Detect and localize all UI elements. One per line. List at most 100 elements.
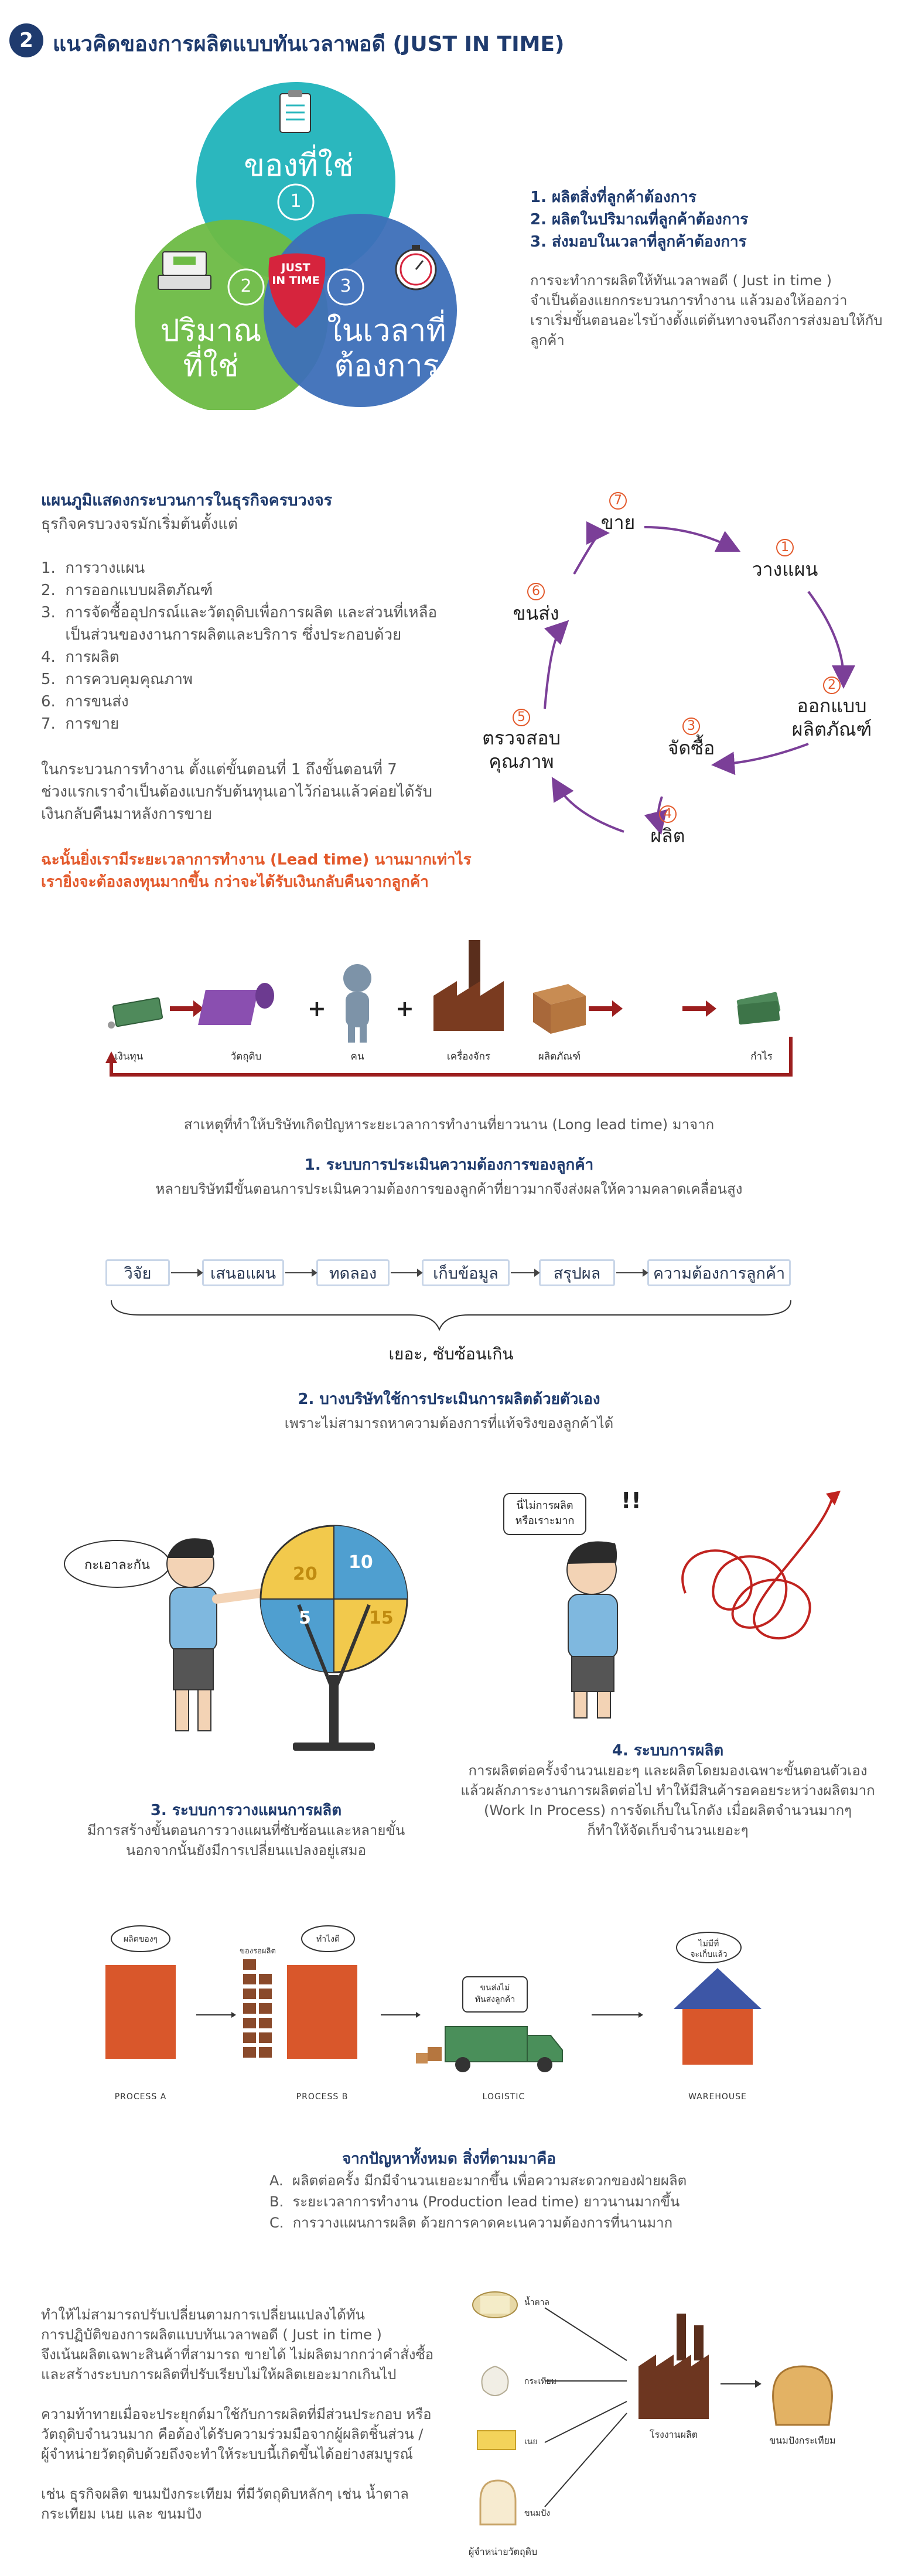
page-title: แนวคิดของการผลิตแบบทันเวลาพอดี (JUST IN … (53, 32, 565, 56)
cycle-step: 6. การขนส่ง (41, 693, 129, 710)
cycle-node-label: จัดซื้อ (667, 737, 715, 759)
jit-point: 2. ผลิตในปริมาณที่ลูกค้าต้องการ (530, 211, 749, 228)
cycle-node-num: 6 (527, 583, 545, 600)
assessment-brace (111, 1300, 791, 1331)
ingredient-label-butter: เนย (524, 2437, 538, 2447)
section-number: 2 (19, 29, 33, 52)
section2-title: 2. บางบริษัทใช้การประเมินการผลิตด้วยตัวเ… (298, 1391, 600, 1408)
speech-bubble (111, 1925, 170, 1952)
jit-point: 1. ผลิตสิ่งที่ลูกค้าต้องการ (530, 189, 696, 206)
process-strip: ผลิตของๆ ทำไงดี ของรอผลิต ขนส่งไม่ ทันส่… (88, 1921, 820, 2114)
exclamation-marks: !! (621, 1488, 641, 1514)
cycle-sub: ธุรกิจครบวงจรมักเริ่มต้นตั้งแต่ (41, 515, 238, 533)
venn-label-amount: ปริมาณ ที่ใช่ (160, 313, 262, 384)
cycle-step: 5. การควบคุมคุณภาพ (41, 671, 193, 688)
cycle-step: 7. การขาย (41, 715, 119, 733)
plus-sign: + (308, 996, 326, 1021)
confused-bubble-text: นี่ไม่การผลิต หรือเราะมาก (515, 1499, 575, 1527)
wheel-number: 10 (349, 1552, 373, 1573)
scale-icon (158, 251, 211, 290)
summary-line: B. ระยะเวลาการทำงาน (Production lead tim… (269, 2194, 680, 2210)
wip-boxes (243, 1959, 272, 2058)
assessment-brace-label: เยอะ, ซับซ้อนเกิน (388, 1344, 514, 1364)
cycle-node-num: 4 (659, 805, 677, 823)
venn-center-label: JUST IN TIME (272, 261, 320, 287)
cycle-step: 4. การผลิต (41, 648, 119, 666)
ingredient-arrows (544, 2307, 762, 2507)
section3-desc: มีการสร้างขั้นตอนการวางแผนที่ซับซ้อนและห… (87, 1822, 405, 1858)
assessment-box: วิจัย (105, 1259, 170, 1286)
speech-bubble (462, 1976, 528, 2013)
truck-bubble-text: ขนส่งไม่ ทันส่งลูกค้า (474, 1983, 515, 2004)
wheel-bubble-text: กะเอาละกัน (84, 1558, 150, 1573)
lead-time-caption: สาเหตุที่ทำให้บริษัทเกิดปัญหาระยะเวลาการ… (183, 1116, 715, 1133)
cycle-node-label: ผลิต (650, 825, 685, 847)
venn-center-triangle (268, 253, 326, 328)
process-b-bubble-text: ทำไงดี (316, 1935, 340, 1944)
cycle-node-num: 2 (823, 677, 841, 694)
wheel-number: 15 (369, 1608, 394, 1628)
final-paragraph-2: ความท้าทายเมื่อจะประยุกต์มาใช้กับการผลิต… (41, 2406, 432, 2462)
speech-bubble (301, 1925, 355, 1952)
header: 2 แนวคิดของการผลิตแบบทันเวลาพอดี (JUST I… (9, 23, 654, 59)
wip-label: ของรอผลิต (240, 1947, 276, 1956)
flow-label-product: ผลิตภัณฑ์ (538, 1051, 581, 1062)
venn-num2-circle (227, 268, 265, 306)
confused-illustration: นี่ไม่การผลิต หรือเราะมาก !! (492, 1464, 855, 1722)
factory-icon (433, 940, 504, 1031)
flow-label-profit: กำไร (750, 1051, 773, 1062)
final-text: ทำให้ไม่สามารถปรับเปลี่ยนตามการเปลี่ยนแป… (41, 2305, 498, 2524)
section2-desc: เพราะไม่สามารถหาความต้องการที่แท้จริงของ… (284, 1415, 614, 1432)
cycle-diagram: 7 ขาย 1 วางแผน 2 ออกแบบ ผลิตภัณฑ์ 3 จัดซ… (457, 486, 890, 873)
warehouse-bubble-text: ไม่มีที่ จะเก็บแล้ว (690, 1939, 728, 1959)
assessment-box: เก็บข้อมูล (422, 1259, 510, 1286)
money-icon (108, 997, 163, 1029)
cycle-node-4: 4 ผลิต (633, 805, 703, 849)
wheel-number: 20 (293, 1564, 317, 1584)
cycle-node-3: 3 จัดซื้อ (650, 718, 732, 761)
resource-flow: + + เงินทุน วัตถุดิบ คน เครื่องจักร ผลิต… (105, 937, 808, 1084)
return-loop-line (110, 1037, 793, 1077)
section-number-badge: 2 (9, 23, 43, 57)
summary-line: A. ผลิตต่อครั้ง มีกมีจำนวนเยอะมากขึ้น เพ… (269, 2172, 687, 2189)
flow-arrows (170, 1000, 716, 1017)
butter-icon (477, 2430, 516, 2450)
cycle-node-label: ขาย (600, 511, 636, 534)
ingredient-label-sugar: น้ำตาล (524, 2298, 549, 2307)
cycle-text: แผนภูมิแสดงกระบวนการในธุรกิจครบวงจร ธุรก… (41, 489, 486, 893)
garlic-bread-svg (472, 2291, 833, 2526)
section4-title: 4. ระบบการผลิต (612, 1742, 724, 1760)
scribble-arrowhead (826, 1491, 841, 1505)
cycle-node-2: 2 ออกแบบ ผลิตภัณฑ์ (779, 677, 885, 741)
cycle-node-num: 3 (682, 718, 700, 735)
section3-title: 3. ระบบการวางแผนการผลิต (150, 1802, 342, 1819)
cycle-node-5: 5 ตรวจสอบ คุณภาพ (469, 709, 574, 773)
cycle-paragraph: ในกระบวนการทำงาน ตั้งแต่ขั้นตอนที่ 1 ถึง… (41, 761, 432, 823)
garlic-bread-diagram: น้ำตาล กระเทียม เนย ขนมปัง โรงงานผลิต ขน… (469, 2273, 879, 2565)
assessment-flow: วิจัย เสนอแผน ทดลอง เก็บข้อมูล สรุปผล คว… (105, 1259, 797, 1376)
section1-title: 1. ระบบการประเมินความต้องการของลูกค้า (304, 1156, 594, 1174)
flow-label-people: คน (350, 1051, 364, 1062)
factory-icon (638, 2314, 709, 2419)
summary-title: จากปัญหาทั้งหมด สิ่งที่ตามมาคือ (342, 2150, 556, 2168)
cycle-highlight: ฉะนั้นยิ่งเรามีระยะเวลาการทำงาน (Lead ti… (41, 851, 472, 891)
assessment-arrows (111, 1269, 791, 1331)
venn-svg (135, 82, 457, 413)
cycle-node-label: วางแผน (752, 558, 818, 580)
tangled-scribble (681, 1499, 833, 1639)
cycle-arrows (544, 521, 855, 835)
garlic-icon (481, 2365, 509, 2396)
section1-desc: หลายบริษัทมีขั้นตอนการประเมินความต้องการ… (155, 1181, 743, 1197)
cycle-node-label: ขนส่ง (513, 602, 559, 624)
assessment-box: ทดลอง (316, 1259, 390, 1286)
venn-label-time: ในเวลาที่ ต้องการ (327, 313, 446, 384)
flow-label-money: เงินทุน (114, 1051, 144, 1062)
venn-diagram: ของที่ใช่ 1 2 3 JUST IN TIME ปริมาณ ที่ใ… (117, 82, 480, 413)
flow-label-machine: เครื่องจักร (446, 1051, 491, 1062)
final-paragraph-1: ทำให้ไม่สามารถปรับเปลี่ยนตามการเปลี่ยนแป… (41, 2307, 434, 2383)
venn-num1: 1 (290, 191, 302, 211)
profit-money-icon (736, 992, 781, 1025)
cycle-node-num: 5 (513, 709, 530, 726)
warehouse-icon (674, 1968, 762, 2065)
cycle-step: เป็นส่วนของงานการผลิตและบริการ ซึ่งประกอ… (41, 626, 402, 644)
